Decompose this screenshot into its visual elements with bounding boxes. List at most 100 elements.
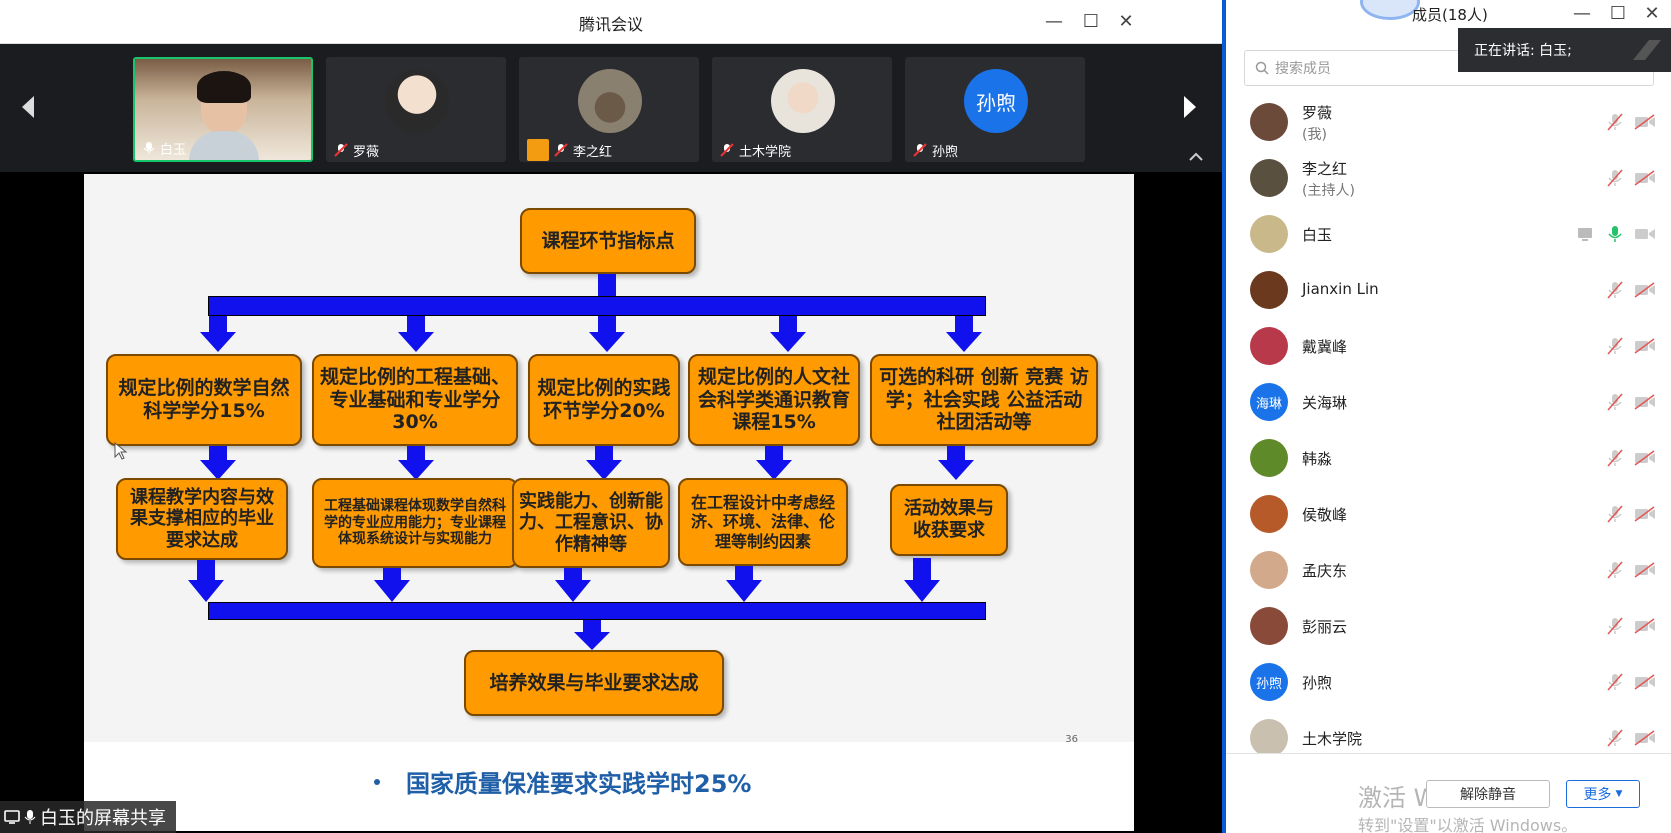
meeting-window: 腾讯会议 — ☐ ✕ 白玉	[0, 0, 1222, 833]
minimize-button[interactable]: —	[1045, 11, 1063, 32]
mic-muted-icon[interactable]	[1606, 617, 1624, 635]
member-row[interactable]: 戴冀峰	[1226, 318, 1671, 374]
member-row[interactable]: 韩淼	[1226, 430, 1671, 486]
member-name: 孙煦	[1302, 674, 1333, 692]
member-row[interactable]: 李之红 (主持人)	[1226, 150, 1671, 206]
mic-muted-icon[interactable]	[1606, 281, 1624, 299]
member-name: 罗薇	[1302, 104, 1333, 122]
member-row[interactable]: 土木学院	[1226, 710, 1671, 766]
video-off-icon[interactable]	[1634, 561, 1656, 579]
panel-minimize-button[interactable]: —	[1573, 3, 1591, 24]
participant-tile[interactable]: 土木学院	[712, 57, 892, 162]
avatar	[1250, 215, 1288, 253]
participant-name-bar: 白玉	[135, 136, 311, 160]
member-row[interactable]: 罗薇(我)	[1226, 94, 1671, 150]
member-name: 土木学院	[1302, 730, 1363, 748]
down-arrow-icon	[756, 446, 792, 480]
down-arrow-icon	[586, 446, 622, 480]
screen-share-icon	[1578, 228, 1592, 241]
video-off-icon[interactable]	[1634, 169, 1656, 187]
video-off-icon[interactable]	[1634, 113, 1656, 131]
flow-box-humanities: 规定比例的人文社会科学类通识教育课程15%	[688, 354, 860, 446]
participant-name-bar: 土木学院	[712, 138, 892, 162]
down-arrow-icon	[200, 446, 236, 480]
flow-box-teaching: 课程教学内容与效果支撑相应的毕业要求达成	[116, 478, 288, 560]
member-name: 关海琳	[1302, 394, 1348, 412]
speaking-indicator: 正在讲话: 白玉;	[1458, 28, 1671, 72]
prev-arrow-icon[interactable]	[18, 92, 38, 122]
participant-tile[interactable]: 白玉	[133, 57, 313, 162]
arrow-stem	[598, 274, 616, 296]
mic-muted-icon	[334, 143, 348, 157]
mic-active-icon[interactable]	[1606, 225, 1624, 243]
down-arrow-icon	[938, 446, 974, 480]
mic-muted-icon[interactable]	[1606, 449, 1624, 467]
flow-box-math: 规定比例的数学自然科学学分15%	[106, 354, 302, 446]
mic-muted-icon[interactable]	[1606, 729, 1624, 747]
video-off-icon[interactable]	[1634, 729, 1656, 747]
maximize-button[interactable]: ☐	[1082, 11, 1100, 32]
video-off-icon[interactable]	[1634, 225, 1656, 243]
video-off-icon[interactable]	[1634, 617, 1656, 635]
member-row[interactable]: 彭丽云	[1226, 598, 1671, 654]
more-button[interactable]: 更多 ▼	[1566, 780, 1640, 808]
participant-tile[interactable]: 李之红	[519, 57, 699, 162]
video-off-icon[interactable]	[1634, 673, 1656, 691]
member-role: (主持人)	[1302, 183, 1355, 199]
member-name: 李之红	[1302, 160, 1348, 178]
panel-maximize-button[interactable]: ☐	[1609, 3, 1627, 24]
collapse-chevron-icon[interactable]	[1188, 152, 1204, 162]
member-row[interactable]: 孙煦孙煦	[1226, 654, 1671, 710]
participant-name-bar: 孙煦	[905, 138, 1085, 162]
initials-avatar: 海琳	[1250, 383, 1288, 421]
member-row[interactable]: 侯敬峰	[1226, 486, 1671, 542]
member-name: 白玉	[1302, 226, 1333, 244]
participant-tile[interactable]: 孙煦 孙煦	[905, 57, 1085, 162]
mic-muted-icon[interactable]	[1606, 561, 1624, 579]
shared-screen: 课程环节指标点 规定比例的数学自然科学学分15% 规定比例的工程基础、专业基础和…	[0, 172, 1222, 833]
flowchart: 课程环节指标点 规定比例的数学自然科学学分15% 规定比例的工程基础、专业基础和…	[84, 174, 1134, 745]
bullet-text: 国家质量保准要求实践学时25%	[406, 770, 752, 798]
avatar	[771, 69, 835, 133]
mic-muted-icon[interactable]	[1606, 169, 1624, 187]
next-arrow-icon[interactable]	[1180, 92, 1200, 122]
participant-name-bar: 李之红	[519, 138, 699, 162]
video-off-icon[interactable]	[1634, 505, 1656, 523]
participant-name: 白玉	[160, 142, 187, 158]
down-arrow-icon	[555, 568, 591, 602]
member-name: 彭丽云	[1302, 618, 1348, 636]
down-arrow-icon	[374, 568, 410, 602]
down-arrow-icon	[726, 566, 762, 602]
mic-muted-icon	[554, 143, 568, 157]
video-off-icon[interactable]	[1634, 449, 1656, 467]
video-off-icon[interactable]	[1634, 393, 1656, 411]
slide-page-number: 36	[1065, 734, 1078, 745]
member-row[interactable]: 海琳关海琳	[1226, 374, 1671, 430]
initials-avatar: 孙煦	[1250, 663, 1288, 701]
top-bar	[208, 296, 986, 316]
avatar	[1250, 719, 1288, 757]
close-button[interactable]: ✕	[1118, 11, 1134, 32]
video-off-icon[interactable]	[1634, 281, 1656, 299]
panel-close-button[interactable]: ✕	[1644, 3, 1660, 24]
search-placeholder: 搜索成员	[1275, 61, 1331, 77]
avatar	[385, 69, 449, 133]
mic-muted-icon[interactable]	[1606, 393, 1624, 411]
avatar	[1250, 327, 1288, 365]
unmute-all-button[interactable]: 解除静音	[1426, 780, 1550, 808]
mic-muted-icon[interactable]	[1606, 113, 1624, 131]
mic-muted-icon[interactable]	[1606, 337, 1624, 355]
mic-muted-icon[interactable]	[1606, 505, 1624, 523]
down-arrow-icon	[200, 316, 236, 352]
chevron-down-icon: ▼	[1615, 789, 1623, 799]
flow-box-practice: 规定比例的实践环节学分20%	[528, 354, 680, 446]
member-row[interactable]: 孟庆东	[1226, 542, 1671, 598]
member-row[interactable]: 白玉	[1226, 206, 1671, 262]
down-arrow-icon	[574, 620, 610, 650]
participant-tile[interactable]: 罗薇	[326, 57, 506, 162]
mic-muted-icon[interactable]	[1606, 673, 1624, 691]
flow-box-ability: 实践能力、创新能力、工程意识、协作精神等	[512, 478, 670, 568]
member-row[interactable]: Jianxin Lin	[1226, 262, 1671, 318]
video-off-icon[interactable]	[1634, 337, 1656, 355]
screen-share-label: 白玉的屏幕共享	[0, 801, 176, 833]
